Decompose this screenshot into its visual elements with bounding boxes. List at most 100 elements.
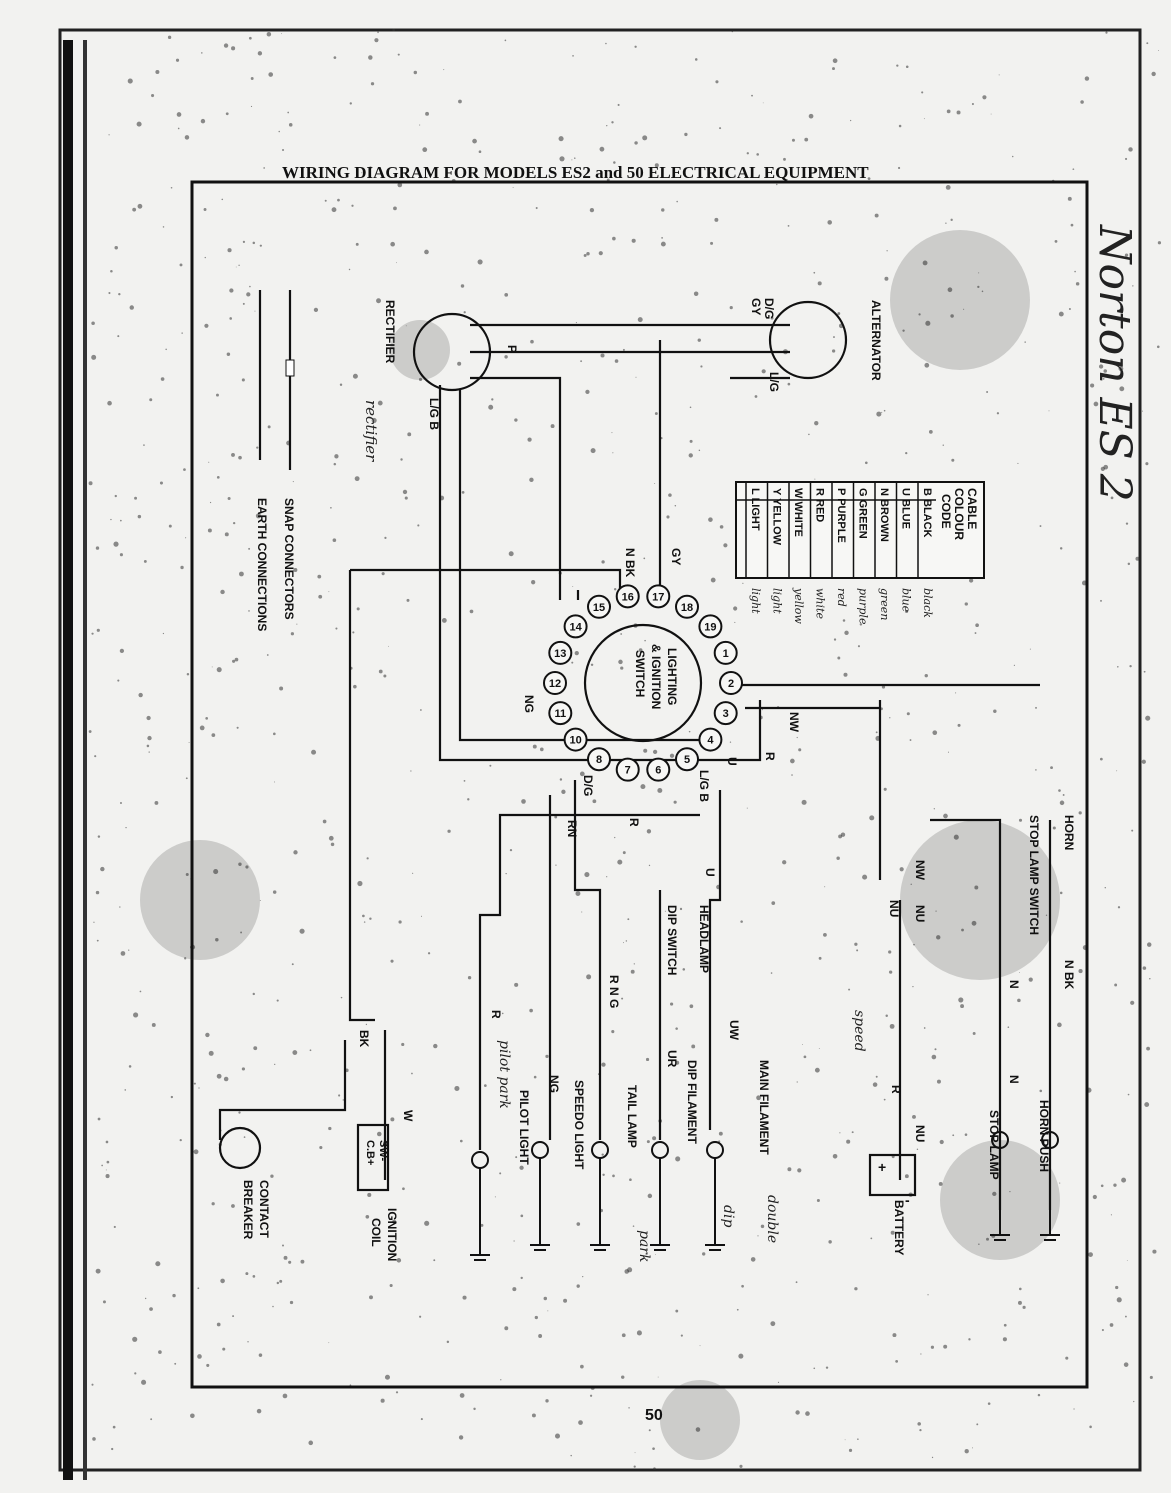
svg-text:U: U xyxy=(725,757,739,766)
wires xyxy=(218,290,1052,1210)
switch-terminal xyxy=(646,757,671,782)
svg-text:CONTACT: CONTACT xyxy=(257,1180,271,1238)
switch-label: SWITCH xyxy=(633,650,647,697)
handwritten-colour-note: white xyxy=(814,588,827,619)
svg-text:PILOT LIGHT: PILOT LIGHT xyxy=(517,1090,531,1165)
svg-text:BREAKER: BREAKER xyxy=(241,1180,255,1240)
svg-text:SW-: SW- xyxy=(377,1140,389,1161)
svg-text:NW: NW xyxy=(787,712,801,733)
svg-text:R: R xyxy=(763,752,777,761)
svg-text:N BK: N BK xyxy=(623,548,637,578)
battery-plus: + xyxy=(878,1159,886,1175)
colour-code-row: N BROWN xyxy=(878,488,890,542)
lighting-ignition-switch[interactable] xyxy=(583,623,703,743)
svg-text:speed: speed xyxy=(851,1010,867,1052)
svg-text:pilot park: pilot park xyxy=(496,1040,512,1109)
switch-terminal xyxy=(713,701,738,726)
colour-code-row: U BLUE xyxy=(900,488,912,529)
battery-symbol xyxy=(868,1153,917,1197)
svg-text:NU: NU xyxy=(913,1125,927,1142)
wire-label: D/G xyxy=(762,298,776,319)
svg-text:U: U xyxy=(703,868,717,877)
switch-label: & IGNITION xyxy=(649,644,663,709)
switch-terminal-number: 18 xyxy=(681,602,693,614)
svg-text:BATTERY: BATTERY xyxy=(892,1200,906,1255)
page-edge xyxy=(58,28,1142,1472)
svg-text:dip: dip xyxy=(720,1205,736,1227)
colour-code-row: R RED xyxy=(814,488,826,522)
earth-icon xyxy=(1040,1148,1060,1241)
svg-text:R: R xyxy=(889,1085,903,1094)
earth-icon xyxy=(705,1158,725,1251)
handwritten-colour-note: blue xyxy=(900,588,913,613)
earth-icon xyxy=(470,1168,490,1261)
switch-terminal xyxy=(587,747,611,772)
svg-text:DIP FILAMENT: DIP FILAMENT xyxy=(685,1060,699,1144)
scan-noise xyxy=(88,28,1162,1471)
handwritten-notes: rectifier double dip park speed pilot pa… xyxy=(362,400,934,1262)
lamp-icon xyxy=(531,1141,549,1159)
switch-terminal xyxy=(698,614,723,639)
switch-terminal xyxy=(675,747,699,772)
snap-connectors-legend: SNAP CONNECTORS xyxy=(282,498,296,620)
wire-label: P xyxy=(505,345,519,353)
svg-text:SPEEDO LIGHT: SPEEDO LIGHT xyxy=(572,1080,586,1170)
colour-code-row: P PURPLE xyxy=(835,488,847,543)
switch-terminal-number: 15 xyxy=(593,602,605,614)
colour-code-row: B BLACK xyxy=(921,488,933,538)
switch-terminal-number: 12 xyxy=(549,678,561,690)
switch-terminal-number: 6 xyxy=(655,765,661,777)
svg-text:R N G: R N G xyxy=(607,975,621,1008)
diagram-title: WIRING DIAGRAM FOR MODELS ES2 and 50 ELE… xyxy=(282,163,869,182)
svg-text:C.B+: C.B+ xyxy=(364,1140,376,1165)
handwritten-colour-note: black xyxy=(921,588,934,618)
switch-terminal xyxy=(563,614,588,639)
svg-text:W: W xyxy=(401,1110,415,1122)
switch-terminal-number: 8 xyxy=(596,754,602,766)
earth-icon xyxy=(650,1158,670,1251)
handwritten-title: Norton ES 2 xyxy=(1089,224,1140,502)
colour-code-row: G GREEN xyxy=(857,488,869,539)
switch-terminal xyxy=(719,671,743,695)
handwritten-colour-note: purple xyxy=(857,588,870,625)
svg-text:R: R xyxy=(627,818,641,827)
colour-code-row: W WHITE xyxy=(792,488,804,537)
switch-terminal-number: 11 xyxy=(554,708,566,720)
earth-icon xyxy=(990,1148,1010,1241)
handwritten-colour-note: green xyxy=(878,588,891,620)
svg-text:D/G: D/G xyxy=(581,775,595,796)
battery-minus: - xyxy=(905,1192,910,1208)
svg-text:NW: NW xyxy=(913,860,927,881)
svg-text:GY: GY xyxy=(669,548,683,565)
switch-terminal-number: 7 xyxy=(625,765,631,777)
svg-text:UR: UR xyxy=(665,1050,679,1068)
svg-text:COIL: COIL xyxy=(369,1218,383,1247)
svg-text:MAIN FILAMENT: MAIN FILAMENT xyxy=(757,1060,771,1155)
svg-text:CODE: CODE xyxy=(939,494,953,529)
switch-terminal xyxy=(713,640,738,665)
alternator-label: ALTERNATOR xyxy=(869,300,883,381)
earth-icon xyxy=(590,1158,610,1251)
switch-label: LIGHTING xyxy=(665,648,679,705)
snap-connector-icon xyxy=(285,359,295,377)
switch-terminal xyxy=(646,584,671,609)
svg-text:BK: BK xyxy=(357,1030,371,1048)
switch-terminal-number: 1 xyxy=(723,648,729,660)
svg-text:HEADLAMP: HEADLAMP xyxy=(697,905,711,973)
svg-text:rectifier: rectifier xyxy=(362,400,380,462)
switch-terminal-number: 19 xyxy=(704,621,716,633)
switch-terminal-number: 14 xyxy=(569,621,582,633)
switch-terminal xyxy=(675,594,699,619)
ignition-coil-symbol xyxy=(356,1123,390,1192)
handwritten-colour-note: red xyxy=(835,588,848,607)
lamp-icon xyxy=(706,1141,724,1159)
svg-text:NU: NU xyxy=(913,905,927,922)
svg-text:R: R xyxy=(489,1010,503,1019)
diagram-border xyxy=(190,180,1089,1389)
svg-text:TAIL LAMP: TAIL LAMP xyxy=(625,1085,639,1148)
colour-code-row: Y YELLOW xyxy=(771,488,783,546)
svg-text:UW: UW xyxy=(727,1020,741,1041)
